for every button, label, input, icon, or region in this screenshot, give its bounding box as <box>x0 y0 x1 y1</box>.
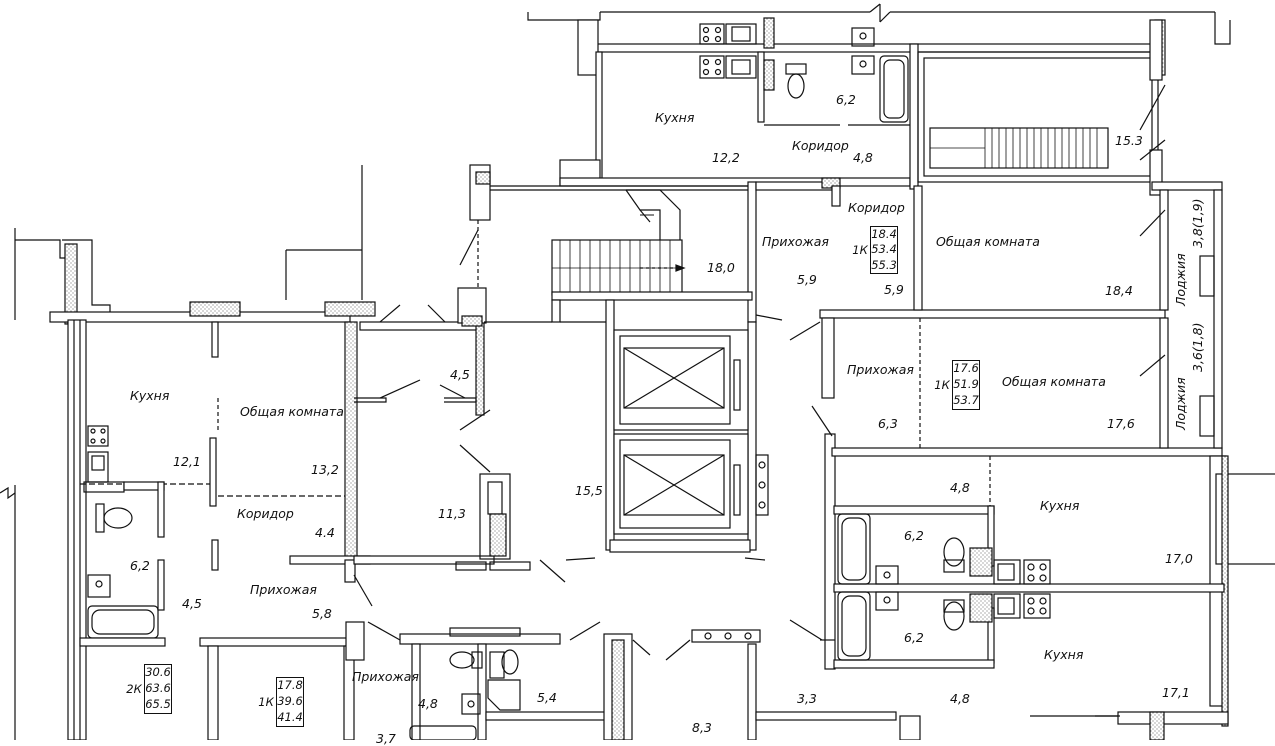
living-a-label: Общая комната <box>936 234 1040 249</box>
elevator-lobby-area: 15,5 <box>575 483 603 498</box>
left-apartment-walls <box>0 228 376 740</box>
area-33: 3,3 <box>797 691 817 706</box>
prihozhaya-left-label: Прихожая <box>250 582 317 597</box>
room-113-area: 11,3 <box>438 506 466 521</box>
bath-right1-area: 6,2 <box>904 528 924 543</box>
kitchen-right1-area: 17,0 <box>1165 551 1193 566</box>
bath-right2-area: 6,2 <box>904 630 924 645</box>
area-59b: 5,9 <box>884 282 904 297</box>
living-area-value: 17.8 <box>277 678 303 693</box>
apartment-areas: 17.6 51.9 53.7 <box>952 360 980 410</box>
apartment-badge: 1К 17.6 51.9 53.7 <box>932 360 980 410</box>
living-b-label: Общая комната <box>1002 374 1106 389</box>
total-area-value: 53.4 <box>871 242 897 257</box>
loggia-a-label: Лоджия <box>1173 253 1188 306</box>
kitchen-left-label: Кухня <box>130 388 170 403</box>
loggia-b-label: Лоджия <box>1173 377 1188 430</box>
living-a-area: 18,4 <box>1105 283 1133 298</box>
total-with-loggia-value: 65.5 <box>145 697 171 712</box>
prihozhaya-b-area: 6,3 <box>878 416 898 431</box>
apartment-areas: 18.4 53.4 55.3 <box>870 226 898 274</box>
living-left-area: 13,2 <box>311 462 339 477</box>
apartment-areas: 30.6 63.6 65.5 <box>144 664 172 714</box>
living-area-value: 18.4 <box>871 226 897 241</box>
hall-left-area: 4,5 <box>182 596 202 611</box>
elevators <box>605 299 769 553</box>
kitchen-right2-area: 17,1 <box>1162 685 1190 700</box>
living-b-area: 17,6 <box>1107 416 1135 431</box>
area-37: 3,7 <box>376 731 396 746</box>
kitchen-top-area: 12,2 <box>712 150 740 165</box>
prihozhaya-bottom-label: Прихожая <box>352 669 419 684</box>
stair-hall <box>469 164 757 323</box>
kitchen-left-area: 12,1 <box>173 454 201 469</box>
corridor-left-label: Коридор <box>237 506 294 521</box>
kitchen-right1-label: Кухня <box>1040 498 1080 513</box>
storage-top-area: 15.3 <box>1115 133 1143 148</box>
kitchen-right2-label: Кухня <box>1044 647 1084 662</box>
living-left-label: Общая комната <box>240 404 344 419</box>
living-area-value: 17.6 <box>953 361 979 376</box>
apartment-type: 1К <box>934 378 950 392</box>
corridor-top-area: 4,8 <box>853 150 873 165</box>
bath-bottom-area: 5,4 <box>537 690 557 705</box>
loggia-a-area: 3,8(1,9) <box>1190 198 1205 248</box>
bottom-middle-walls <box>367 314 897 740</box>
apartment-type: 1К <box>258 695 274 709</box>
prihozhaya-a-area: 5,9 <box>797 272 817 287</box>
prihozhaya-bottom-area: 4,8 <box>418 696 438 711</box>
corridor-left-area: 4.4 <box>315 525 335 540</box>
apartment-type: 1К <box>852 243 868 257</box>
corridor-mid-label: Коридор <box>848 200 905 215</box>
area-48a: 4,8 <box>950 480 970 495</box>
total-with-loggia-value: 41.4 <box>277 710 303 725</box>
wall-top <box>527 3 1231 76</box>
total-area-value: 39.6 <box>277 694 303 709</box>
right-apartment-walls <box>755 177 1275 740</box>
apartment-type: 2К <box>126 682 142 696</box>
prihozhaya-b-label: Прихожая <box>847 362 914 377</box>
area-83: 8,3 <box>692 720 712 735</box>
lower-right-stubs <box>1149 711 1165 740</box>
bath-top-area: 6,2 <box>836 92 856 107</box>
middle-left-walls <box>285 165 566 607</box>
apartment-badge: 1К 17.8 39.6 41.4 <box>256 677 304 727</box>
bath-left-area: 6,2 <box>130 558 150 573</box>
vestibule-small-area: 4,5 <box>450 367 470 382</box>
total-area-value: 63.6 <box>145 681 171 696</box>
total-with-loggia-value: 53.7 <box>953 393 979 408</box>
apartment-areas: 17.8 39.6 41.4 <box>276 677 304 727</box>
prihozhaya-left-area: 5,8 <box>312 606 332 621</box>
apartment-badge: 1К 18.4 53.4 55.3 <box>850 226 898 274</box>
total-with-loggia-value: 55.3 <box>871 257 897 272</box>
area-48b: 4,8 <box>950 691 970 706</box>
apartment-badge: 2К 30.6 63.6 65.5 <box>124 664 172 714</box>
corridor-top-label: Коридор <box>792 138 849 153</box>
living-area-value: 30.6 <box>145 665 171 680</box>
total-area-value: 51.9 <box>953 377 979 392</box>
kitchen-top-label: Кухня <box>655 110 695 125</box>
prihozhaya-a-label: Прихожая <box>762 234 829 249</box>
stair-hall-area: 18,0 <box>707 260 735 275</box>
loggia-b-area: 3,6(1,8) <box>1190 322 1205 372</box>
